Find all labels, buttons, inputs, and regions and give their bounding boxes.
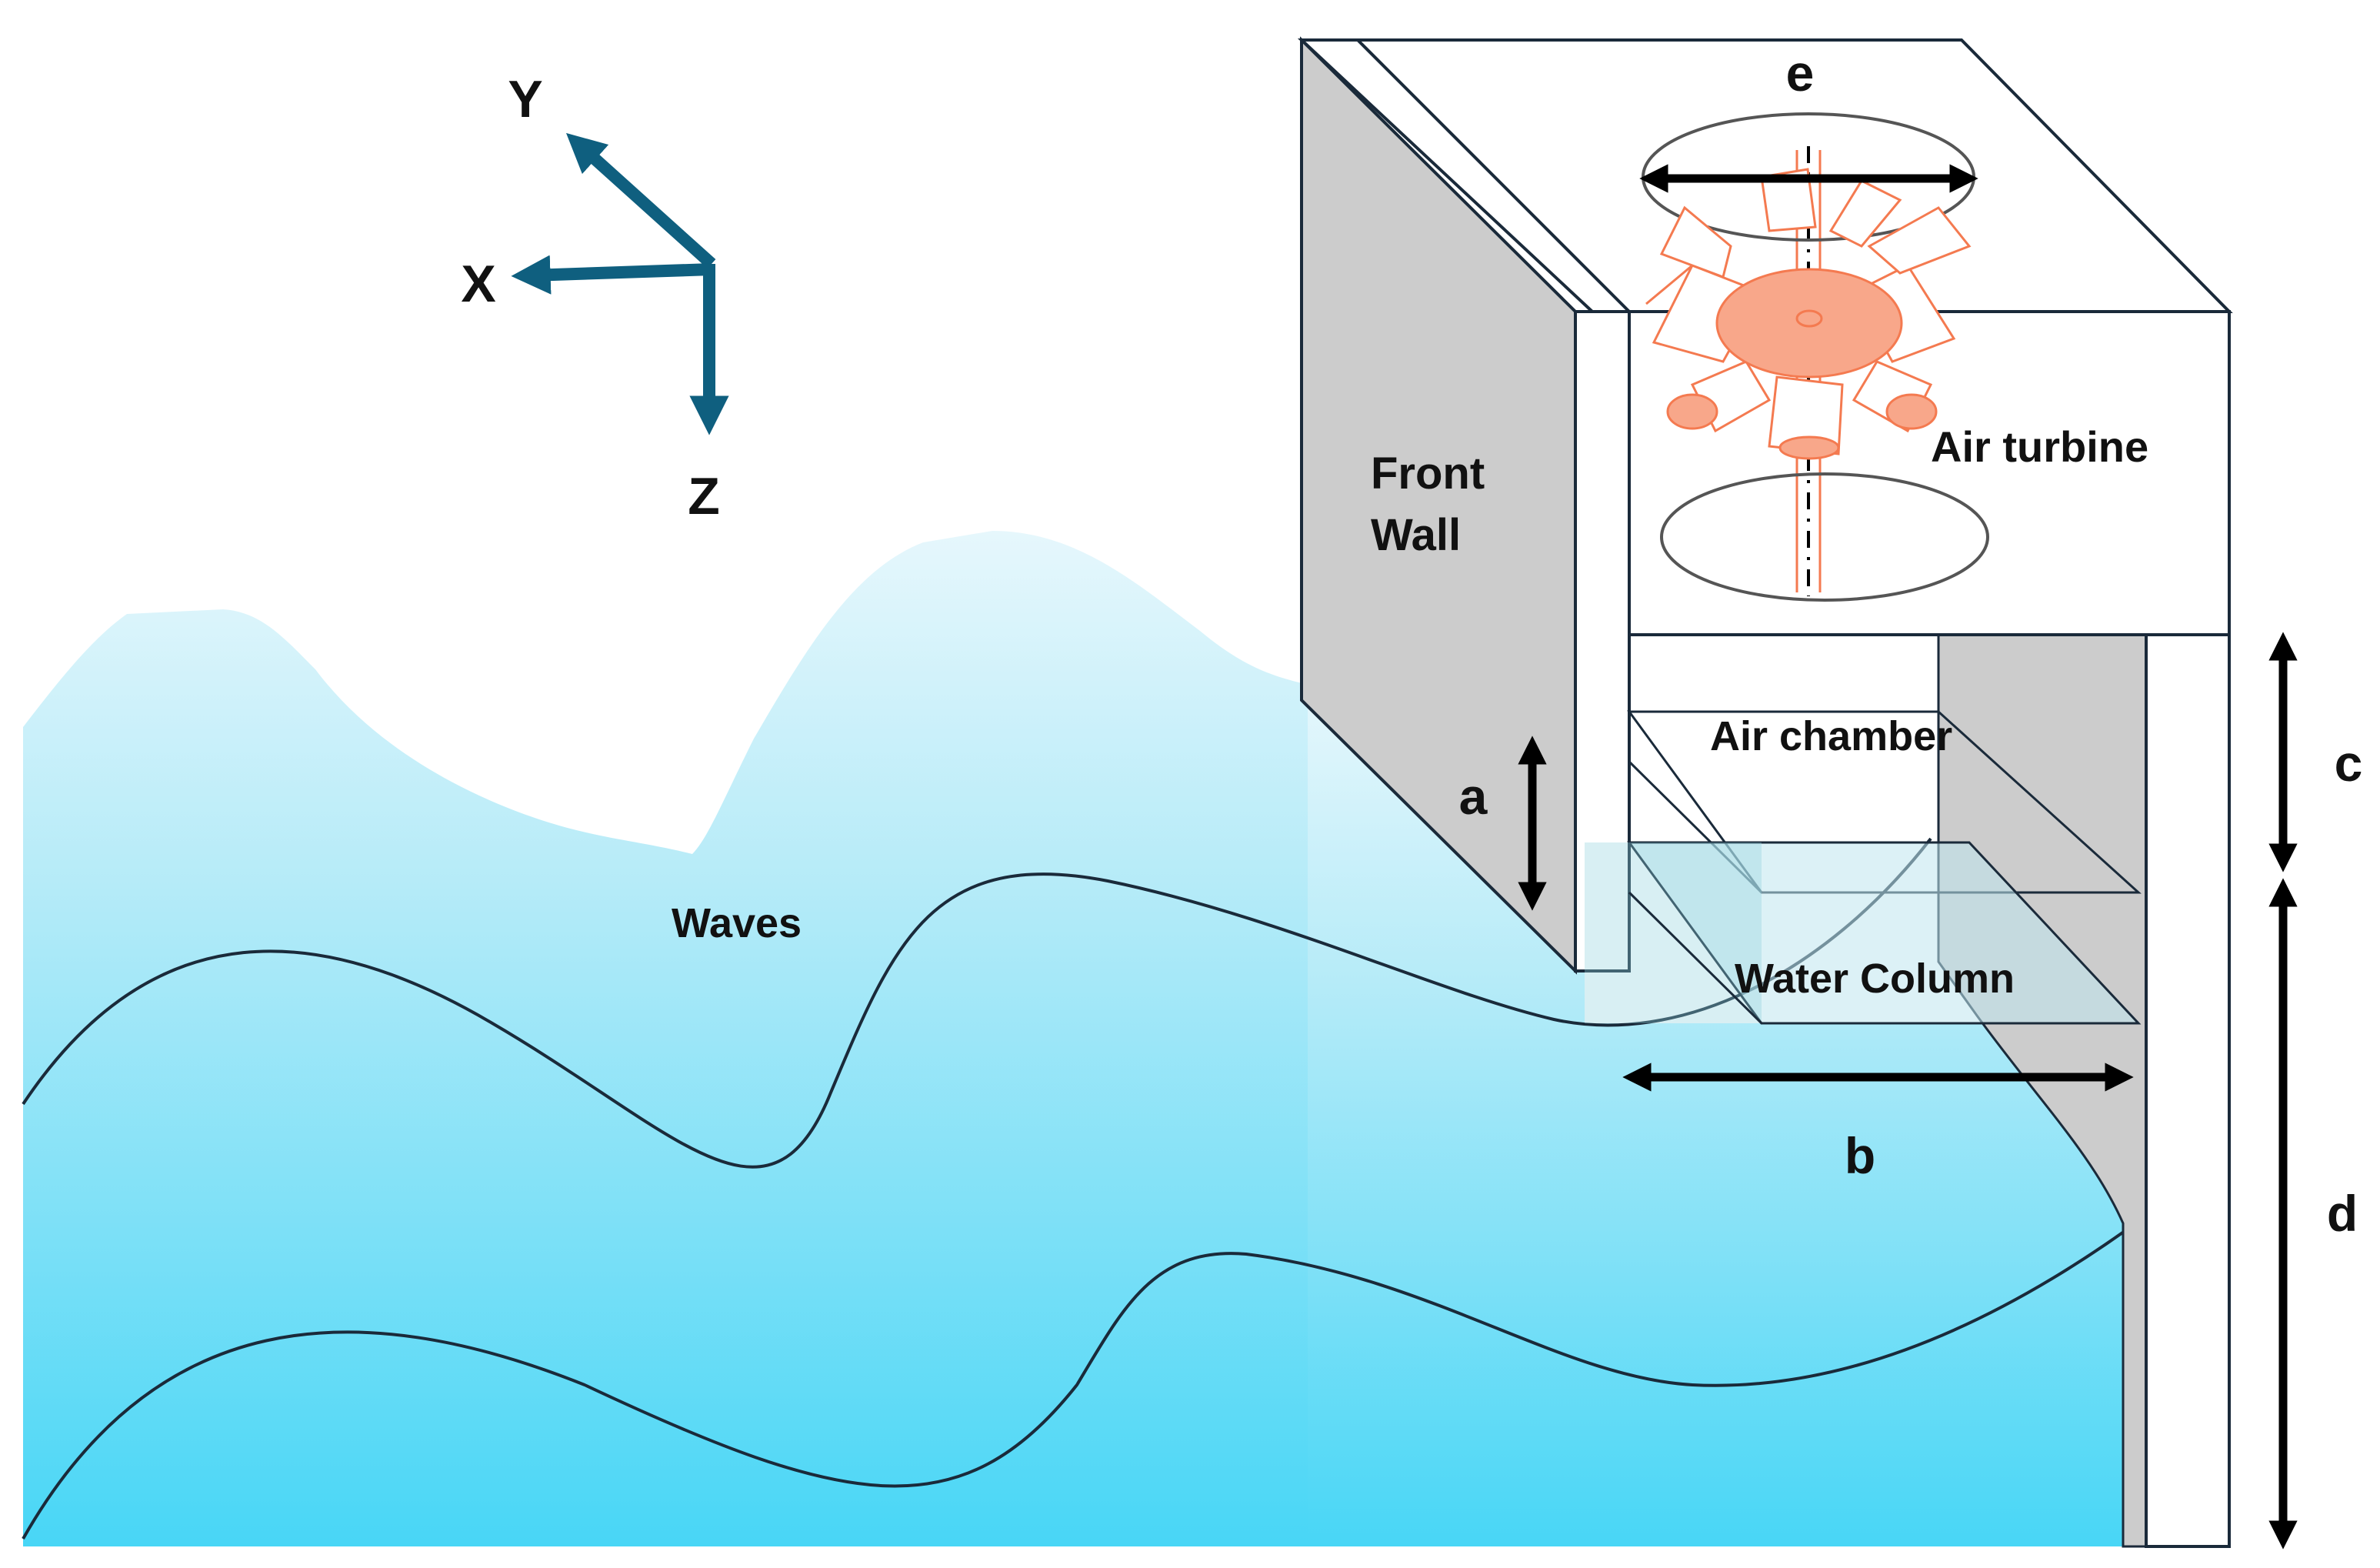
axis-label-x: X (461, 255, 495, 313)
x-axis-arrow (511, 255, 712, 295)
dimension-label-d: d (2327, 1185, 2358, 1242)
axis-label-z: Z (688, 467, 720, 525)
turbine-hub (1715, 268, 1903, 379)
air-chamber-label: Air chamber (1710, 713, 1952, 759)
waves-label: Waves (672, 900, 802, 946)
water-column-plane (1627, 841, 2142, 1025)
front-wall-edge (1574, 310, 1631, 972)
air-chamber-plane (1627, 710, 2142, 894)
wave-curve-upper (22, 837, 1932, 1169)
air-turbine-label: Air turbine (1931, 422, 2148, 471)
water-column-left-edge (1628, 891, 1763, 1025)
water-body (23, 531, 1308, 1546)
dimension-label-b: b (1845, 1127, 1875, 1184)
front-wall-label-line2: Wall (1371, 510, 1461, 560)
front-wall-label-line1: Front (1371, 449, 1485, 499)
water-column-label: Water Column (1735, 956, 2015, 1002)
lower-ellipse (1660, 472, 1989, 602)
housing-top-edge (1356, 38, 1631, 313)
wave-curve-lower (22, 1214, 2148, 1540)
axis-label-y: Y (508, 70, 542, 128)
dimension-label-a: a (1459, 768, 1488, 825)
y-axis-arrow (565, 132, 716, 269)
dimension-label-c: c (2335, 735, 2363, 792)
rear-wall-column (2145, 633, 2231, 1548)
turbine-hub-center (1795, 309, 1823, 328)
dimension-label-e: e (1786, 45, 1815, 102)
